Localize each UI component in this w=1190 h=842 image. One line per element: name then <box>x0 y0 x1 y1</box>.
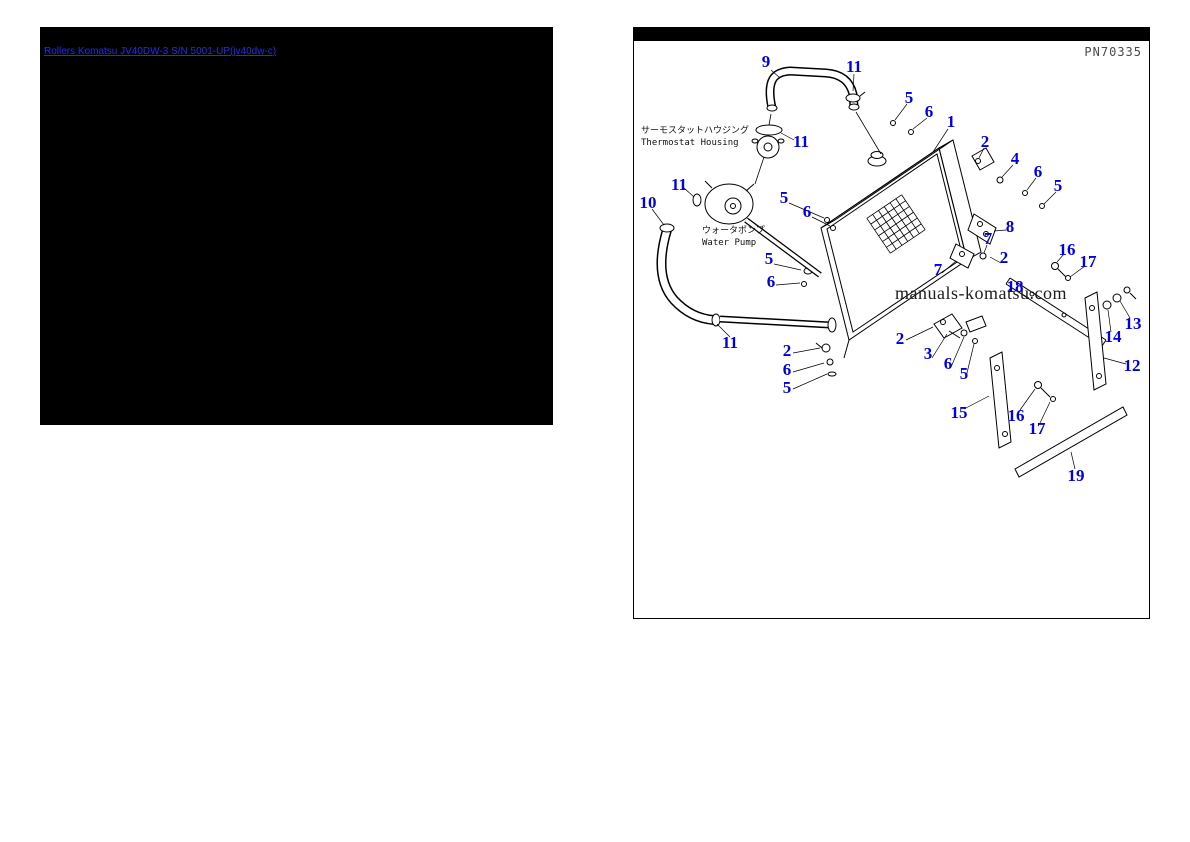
radiator <box>801 120 982 359</box>
upper-hose <box>765 66 882 155</box>
parts-diagram-panel: PN70335 <box>633 27 1150 619</box>
water-pump-part <box>692 180 822 278</box>
washers-13-14 <box>1102 286 1137 310</box>
water-pump-label-en: Water Pump <box>702 238 757 248</box>
right-fittings <box>949 147 1071 281</box>
drain-cock <box>815 342 837 377</box>
plate-number: PN70335 <box>1084 45 1142 59</box>
strip-19 <box>1014 406 1128 478</box>
thermostat-housing-label-en: Thermostat Housing <box>641 138 739 148</box>
bracket-12 <box>1084 291 1107 391</box>
lower-mount-cluster <box>933 313 987 344</box>
thermostat-housing-label-jp: サーモスタットハウジング <box>641 126 750 136</box>
shroud-strip-18 <box>1005 277 1107 347</box>
manual-link[interactable]: Rollers Komatsu JV40DW-3 S/N 5001-UP(jv4… <box>44 46 277 57</box>
bolts-16-17-bottom <box>1034 381 1056 402</box>
thermostat-housing-label: サーモスタットハウジング Thermostat Housing <box>641 125 749 149</box>
diagram-top-bar <box>634 28 1149 41</box>
watermark: manuals-komatsu.com <box>895 283 1067 303</box>
leader-lines <box>651 69 1131 470</box>
parts-diagram-drawing <box>651 66 1137 478</box>
lower-hose <box>656 223 837 333</box>
water-pump-label: ウォータポンプ Water Pump <box>702 225 765 249</box>
thermostat-housing-part <box>751 113 785 185</box>
bracket-15 <box>989 351 1012 449</box>
water-pump-label-jp: ウォータポンプ <box>702 226 765 236</box>
left-thumbnail-panel: Rollers Komatsu JV40DW-3 S/N 5001-UP(jv4… <box>40 27 553 425</box>
